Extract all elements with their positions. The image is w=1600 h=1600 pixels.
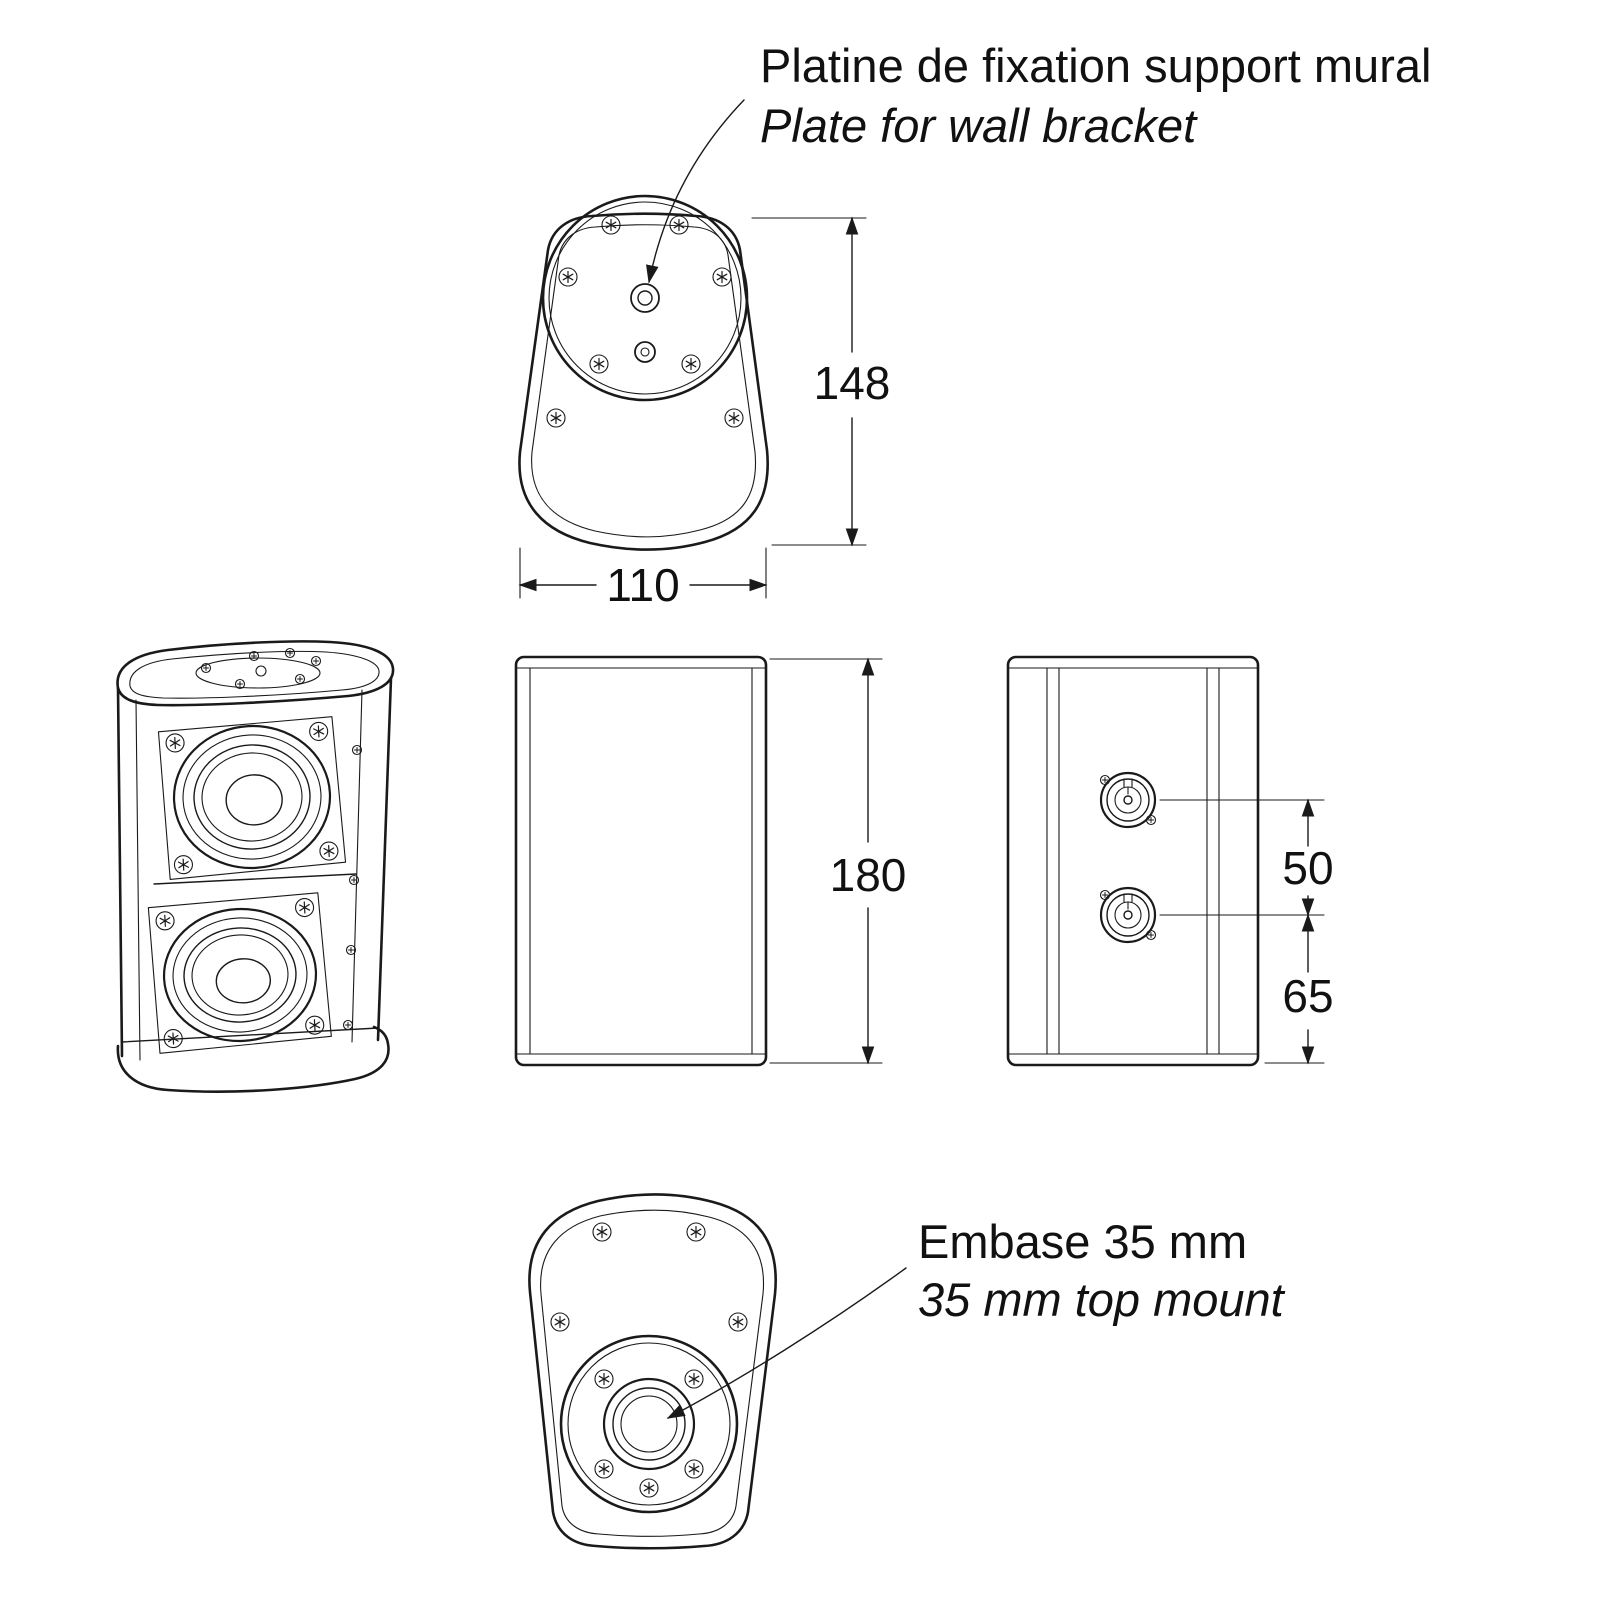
screw-icon	[284, 647, 296, 659]
screw-icon	[684, 1459, 704, 1479]
screw-icon	[294, 673, 306, 685]
front-right-edge	[376, 676, 393, 1042]
top-mount-label-en: 35 mm top mount	[918, 1273, 1286, 1326]
front-bottom-cap	[116, 1025, 390, 1093]
screw-icon	[592, 1222, 612, 1242]
front-left-edge	[116, 686, 124, 1058]
screw-icon	[712, 267, 732, 287]
bottom-view-outline	[528, 1193, 777, 1550]
wall-bracket-label-fr: Platine de fixation support mural	[760, 39, 1431, 92]
top-view	[518, 194, 769, 551]
dim-110	[518, 547, 768, 599]
pole-mount-socket	[559, 1334, 739, 1514]
screw-icon	[308, 721, 329, 742]
screw-icon	[686, 1222, 706, 1242]
front-view	[116, 640, 395, 1093]
woofer-upper	[157, 716, 347, 880]
side-view-outline	[514, 655, 768, 1067]
speakon-connector-top	[1099, 771, 1157, 829]
front-top-cap	[116, 640, 395, 707]
leader-line	[666, 1267, 907, 1419]
screw-icon	[173, 854, 194, 875]
screw-icon	[1145, 814, 1157, 826]
screw-icon	[589, 354, 609, 374]
screw-icon	[639, 1478, 659, 1498]
dim-65	[1264, 913, 1325, 1065]
screw-icon	[294, 897, 315, 918]
bottom-view	[528, 1193, 777, 1550]
dim-50	[1159, 798, 1325, 917]
screw-icon	[1145, 929, 1157, 941]
back-view	[1006, 655, 1260, 1067]
dim-65-label: 65	[1282, 970, 1333, 1022]
side-view	[514, 655, 768, 1067]
woofer-lower	[147, 892, 332, 1054]
dim-110-label: 110	[606, 559, 679, 611]
screw-icon	[681, 354, 701, 374]
screw-icon	[318, 840, 339, 862]
bottom-view-inner-line	[540, 1209, 765, 1537]
screw-icon	[165, 732, 186, 754]
top-mount-annotation	[666, 1267, 907, 1419]
top-mount-label-fr: Embase 35 mm	[918, 1215, 1247, 1268]
top-view-inner-line	[531, 224, 757, 538]
screw-icon	[724, 408, 744, 428]
top-view-outline	[518, 212, 769, 551]
secondary-hole	[634, 341, 656, 363]
leader-line	[646, 99, 745, 284]
screw-icon	[1099, 774, 1111, 786]
wall-bracket-label-en: Plate for wall bracket	[760, 99, 1198, 152]
back-view-outline	[1006, 655, 1260, 1067]
dim-148-label: 148	[814, 357, 891, 409]
wall-bracket-annotation	[646, 99, 745, 284]
screw-icon	[594, 1369, 614, 1389]
screw-icon	[310, 655, 322, 667]
screw-icon	[594, 1459, 614, 1479]
screw-icon	[546, 408, 566, 428]
speakon-connector-bottom	[1099, 886, 1157, 944]
screw-icon	[155, 910, 176, 931]
screw-icon	[342, 1019, 354, 1031]
screw-icon	[1099, 889, 1111, 901]
dim-180	[769, 657, 883, 1065]
screw-icon	[684, 1369, 704, 1389]
bracket-mount-hole	[630, 283, 660, 313]
dim-50-label: 50	[1282, 842, 1333, 894]
screw-icon	[550, 1312, 570, 1332]
screw-icon	[558, 267, 578, 287]
dust-cap	[225, 774, 283, 826]
dust-cap	[215, 958, 271, 1004]
baffle-divider	[153, 873, 357, 885]
screw-icon	[728, 1312, 748, 1332]
dim-180-label: 180	[830, 849, 907, 901]
dim-148	[751, 216, 867, 547]
wall-bracket-plate	[541, 194, 749, 402]
